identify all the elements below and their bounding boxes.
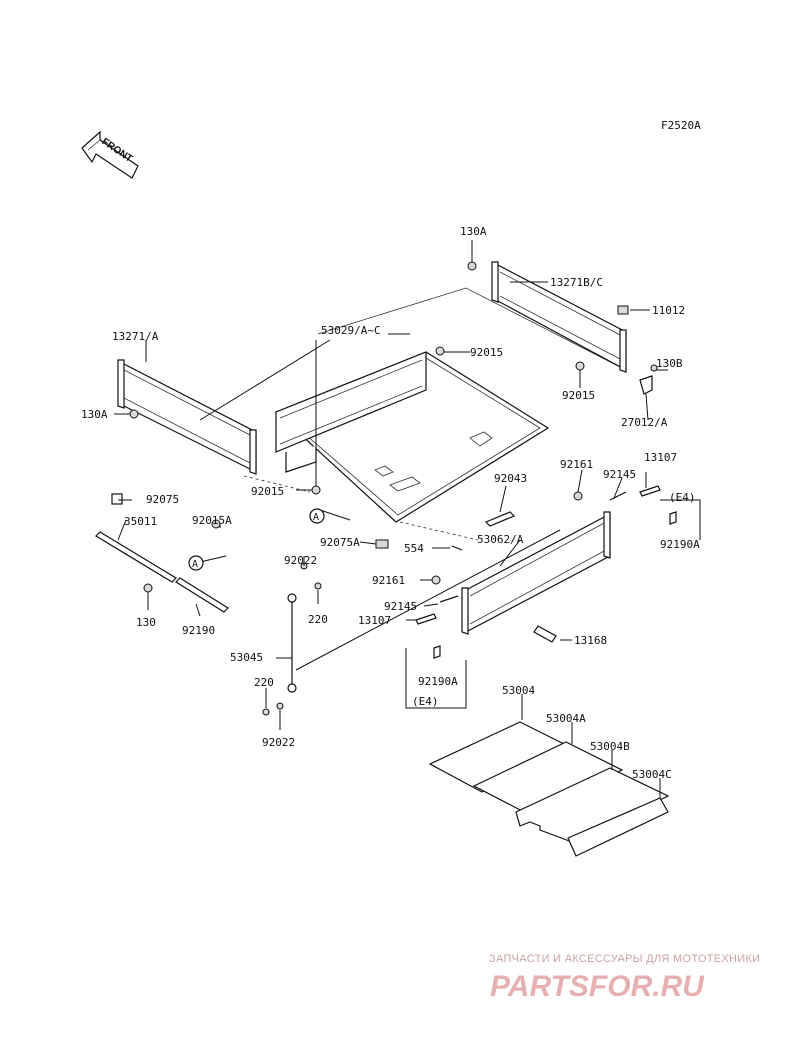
part-label: 130A [81,408,108,421]
part-label: 92190A [418,675,458,688]
front-direction-arrow-icon: FRONT [81,130,139,179]
part-label: 13168 [574,634,607,647]
callout-marker-a-lower: A [188,555,204,571]
part-label: 92190A [660,538,700,551]
part-label: 53045 [230,651,263,664]
part-label: 130A [460,225,487,238]
floor-mat-53004A [472,741,624,815]
part-label: 53004B [590,740,630,753]
callout-a-upper-label: A [313,512,319,523]
part-label: 92015 [251,485,284,498]
part-label: 92022 [262,736,295,749]
cargo-floor-rear-outline [317,287,623,369]
part-label: 13271B/C [550,276,603,289]
part-label: 53004C [632,768,672,781]
part-label: 92190 [182,624,215,637]
watermark: ЗАПЧАСТИ И АКСЕССУАРЫ ДЛЯ МОТОТЕХНИКИ PA… [489,953,760,1003]
part-label: 92075 [146,493,179,506]
part-label: 92015 [562,389,595,402]
callout-marker-a-upper: A [309,508,325,524]
hardware-parts [95,261,677,716]
part-label: (E4) [412,695,439,708]
part-label: 220 [254,676,274,689]
part-label: 92161 [560,458,593,471]
part-label: 92075A [320,536,360,549]
figure-code: F2520A [661,119,701,132]
callout-a-lower-label: A [192,559,198,570]
watermark-tagline: ЗАПЧАСТИ И АКСЕССУАРЫ ДЛЯ МОТОТЕХНИКИ [489,953,760,965]
watermark-logo: PARTSFOR.RU [490,970,705,1003]
part-label: 92161 [372,574,405,587]
part-label: 13271/A [112,330,159,343]
part-label: 53062/A [477,533,524,546]
side-panel-right-13271BC [491,261,627,373]
part-label: 92145 [603,468,636,481]
part-label: 92145 [384,600,417,613]
part-label: 92022 [284,554,317,567]
part-label: 92015A [192,514,232,527]
bed-front-panel-53029 [275,351,427,473]
leader-lines [114,240,701,798]
part-label: (E4) [669,491,696,504]
part-label: 92043 [494,472,527,485]
part-label: 13107 [358,614,391,627]
part-number-labels: 130A 13271B/C 11012 130B 92015 27012/A 5… [81,225,700,781]
part-label: 92015 [470,346,503,359]
part-label: 13107 [644,451,677,464]
part-label: 53029/A~C [321,324,381,337]
part-label: 130 [136,616,156,629]
part-label: 130B [656,357,683,370]
part-label: 11012 [652,304,685,317]
part-label: 220 [308,613,328,626]
floor-mat-53004C [567,797,669,857]
side-panel-left-13271A [117,359,257,475]
part-label: 53004A [546,712,586,725]
part-label: 554 [404,542,424,555]
part-label: 27012/A [621,416,668,429]
tailgate-53062A [461,511,611,635]
part-label: 35011 [124,515,157,528]
part-label: 53004 [502,684,535,697]
floor-mat-53004B [515,767,670,843]
